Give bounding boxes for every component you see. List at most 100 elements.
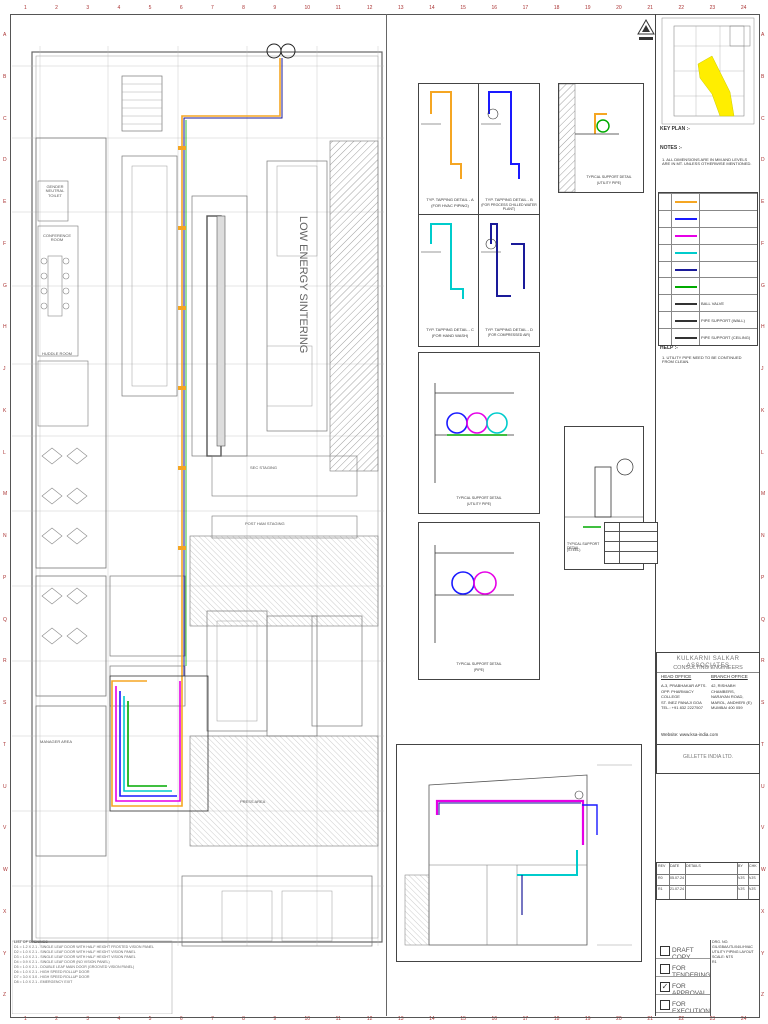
drawing-number-line: R1 xyxy=(712,960,717,964)
status-checkbox[interactable] xyxy=(660,964,670,974)
ruler-right-letter: X xyxy=(761,908,765,915)
revision-cell: R0 xyxy=(658,876,663,880)
legend-row-divider xyxy=(659,260,757,262)
ruler-bottom-number: 10 xyxy=(304,1016,311,1022)
ruler-right-letter: T xyxy=(761,741,765,748)
steel-support-sub: (STEEL) xyxy=(567,548,581,552)
revision-row-divider xyxy=(657,885,759,886)
ruler-left-letter: J xyxy=(3,366,6,372)
legend-swatch xyxy=(675,252,697,255)
head-office-label: HEAD OFFICE xyxy=(661,674,692,679)
help-heading: HELP :- xyxy=(660,345,678,351)
support-detail-2-title: TYPICAL SUPPORT DETAIL xyxy=(456,662,502,666)
pipe-schedule-table xyxy=(604,522,658,564)
notes-heading: NOTES :- xyxy=(660,145,682,151)
ruler-left-letter: D xyxy=(3,157,7,164)
ruler-right-letter: E xyxy=(761,199,765,205)
status-checkbox[interactable]: ✓ xyxy=(660,982,670,992)
detail-a-title: TYP. TAPPING DETAIL - A xyxy=(426,197,474,202)
support-detail-drawing-1 xyxy=(434,383,514,483)
ruler-top-number: 17 xyxy=(522,5,529,11)
section-elevation-drawing xyxy=(404,764,632,946)
status-checkbox[interactable] xyxy=(660,1000,670,1010)
ruler-right-letter: C xyxy=(761,115,765,122)
revision-header: DETAILS xyxy=(686,864,701,868)
ruler-top-number: 5 xyxy=(148,5,152,11)
drawing-number-line: DRG. NO. xyxy=(712,940,729,944)
section-elevation-panel xyxy=(396,744,642,962)
detail-d-title: TYP. TAPPING DETAIL - D xyxy=(485,327,533,332)
ruler-left-letter: P xyxy=(3,574,7,581)
consultant-box: KULKARNI SALKAR ASSOCIATES CONSULTING EN… xyxy=(656,652,760,746)
ruler-bottom-number: 24 xyxy=(740,1016,747,1022)
status-checkbox[interactable] xyxy=(660,946,670,956)
consultant-name: KULKARNI SALKAR ASSOCIATES xyxy=(676,656,740,669)
status-label: FOR APPROVAL xyxy=(672,983,707,997)
branch-office-line: MUMBAI 400 059 xyxy=(711,705,743,710)
ruler-right-letter: V xyxy=(761,825,765,832)
ruler-top-number: 14 xyxy=(429,5,435,11)
legend-label: PIPE SUPPORT (WALL) xyxy=(701,317,745,323)
legend-swatch xyxy=(675,269,697,271)
ruler-top-number: 4 xyxy=(117,5,121,11)
legend-row-divider xyxy=(659,193,757,194)
floor-plan: LOW ENERGY SINTERING xyxy=(12,43,384,1014)
ruler-top-number: 8 xyxy=(242,5,245,11)
ruler-top-number: 13 xyxy=(398,5,404,11)
revision-col-divider xyxy=(669,863,670,899)
ruler-left-letter: V xyxy=(3,825,7,832)
room-label-press: PRESS AREA xyxy=(240,799,266,804)
revision-header: DATE xyxy=(670,864,680,868)
revision-cell: 21.07.24 xyxy=(670,887,684,891)
ruler-bottom-number: 8 xyxy=(242,1016,245,1022)
ruler-right-letter: D xyxy=(761,157,765,164)
ruler-top-number: 20 xyxy=(616,5,622,11)
room-label-sec-staging: SEC STAGING xyxy=(250,465,278,470)
consultant-tagline: CONSULTING ENGINEERS xyxy=(673,665,743,671)
drawing-number-line: UTILITY PIPING LAYOUT xyxy=(712,950,754,954)
ruler-left-letter: S xyxy=(3,700,7,706)
ruler-left-letter: R xyxy=(3,658,7,665)
room-label-toilet: GENDER NEUTRAL TOILET xyxy=(45,184,65,198)
tapping-details-drawing xyxy=(421,91,525,299)
branch-office-label: BRANCH OFFICE xyxy=(711,674,748,679)
legend-swatch xyxy=(675,319,697,322)
consultant-website: Website: www.ksa-india.com xyxy=(661,732,719,737)
detail-d-sub: (FOR COMPRESSED AIR) xyxy=(487,333,531,337)
ruler-right-letter: S xyxy=(761,700,765,706)
ruler-left-letter: B xyxy=(3,73,7,80)
legend-row-divider xyxy=(659,294,757,296)
ruler-bottom-number: 7 xyxy=(211,1016,214,1022)
ruler-top-number: 1 xyxy=(24,5,27,11)
legend-label: BALL VALVE xyxy=(701,300,725,306)
plan-title: LOW ENERGY SINTERING xyxy=(297,216,309,353)
drawing-number-line: SCALE: NTS xyxy=(712,955,733,959)
legend-row-divider xyxy=(659,328,757,330)
key-plan-drawing xyxy=(661,17,755,125)
room-label-manager: MANAGER AREA xyxy=(40,739,73,744)
detail-b-sub: (FOR PROCESS CHILLED WATER PLANT) xyxy=(481,203,537,211)
status-label: FOR EXECUTION xyxy=(672,1001,710,1015)
branch-office-line: NARAYAN ROAD, xyxy=(711,694,744,699)
ruler-left-letter: U xyxy=(3,783,7,790)
ruler-left-letter: C xyxy=(3,115,7,122)
status-label: FOR TENDERING xyxy=(672,965,710,979)
legend-label: PIPE SUPPORT (CEILING) xyxy=(701,334,751,340)
opening-note: D3 = 1.0 X 2.1 - SINGLE LEAF DOOR WITH H… xyxy=(14,955,136,959)
ruler-bottom-number: 21 xyxy=(647,1016,653,1022)
ruler-top-number: 10 xyxy=(304,5,311,11)
ruler-top-number: 9 xyxy=(273,5,277,11)
ruler-right-letter: K xyxy=(761,407,765,414)
ruler-left-letter: G xyxy=(3,282,7,289)
ruler-bottom-number: 3 xyxy=(86,1016,90,1022)
detail-c-title: TYP. TAPPING DETAIL - C xyxy=(426,327,474,332)
legend-col-divider xyxy=(671,193,672,345)
revision-header: REV xyxy=(658,864,666,868)
ruler-right-letter: B xyxy=(761,73,765,80)
help-item-1: 1. UTILITY PIPE NEED TO BE CONTINUED FRO… xyxy=(662,355,742,365)
head-office-line: TEL.: +91 832 2227507 xyxy=(661,705,703,710)
